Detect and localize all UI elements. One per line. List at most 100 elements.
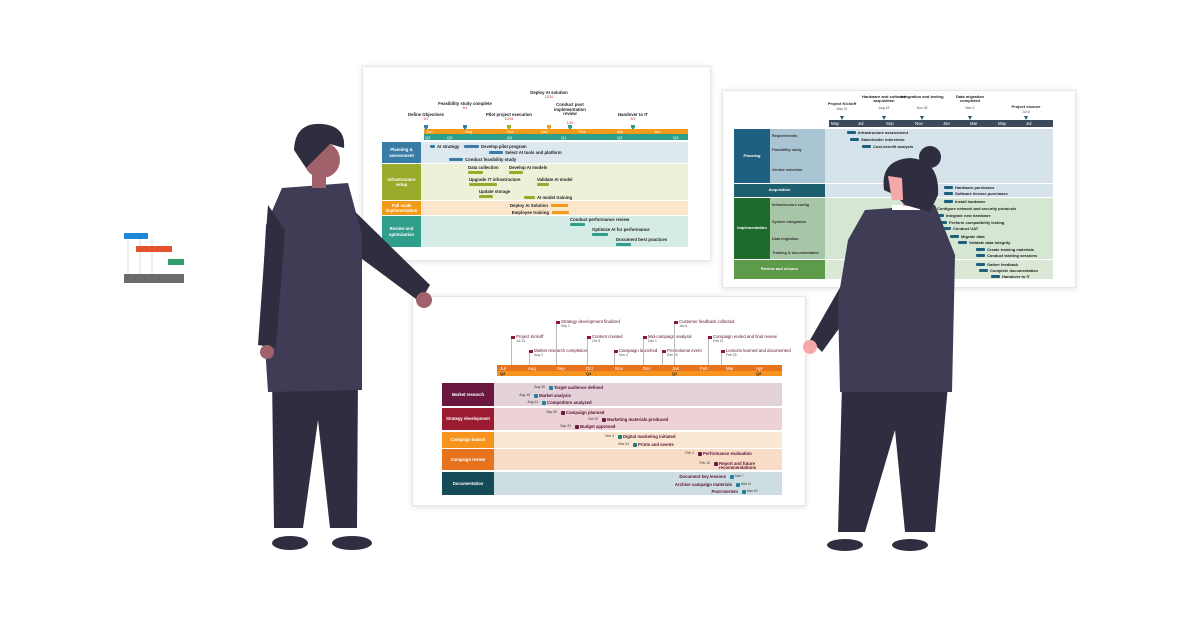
task-bar[interactable] — [489, 151, 503, 154]
task-bar[interactable] — [938, 221, 947, 224]
task-marker-icon[interactable] — [617, 434, 622, 439]
milestone-label: Project Kickoff — [827, 101, 857, 106]
task-bar[interactable] — [991, 275, 1000, 278]
task-label: Upgrade IT infrastructure — [469, 177, 521, 182]
task-marker-icon[interactable] — [713, 461, 718, 466]
task-bar[interactable] — [552, 211, 569, 214]
task-bar[interactable] — [944, 186, 953, 189]
milestone-label: Strategy development finalized — [561, 319, 620, 324]
group-row-bg — [421, 216, 688, 247]
task-bar[interactable] — [942, 227, 951, 230]
group-label: Infrastructure setup — [382, 164, 421, 200]
task-label: Competitors analyzed — [547, 399, 592, 405]
task-bar[interactable] — [944, 192, 953, 195]
task-bar[interactable] — [468, 171, 483, 174]
task-bar[interactable] — [479, 195, 493, 198]
task-marker-icon[interactable] — [541, 400, 546, 405]
task-marker-icon[interactable] — [560, 410, 565, 415]
task-bar[interactable] — [976, 254, 985, 257]
task-bar[interactable] — [976, 263, 985, 266]
task-label: Marketing materials produced — [607, 416, 669, 422]
task-marker-icon[interactable] — [574, 424, 579, 429]
milestone-date: May 31 — [836, 107, 848, 111]
subgroup-label: Vendor selection — [772, 168, 803, 172]
task-bar[interactable] — [862, 145, 871, 148]
milestone-label: Deploy AI solution — [530, 90, 568, 95]
task-marker-icon[interactable] — [632, 442, 637, 447]
milestone-stem — [556, 324, 557, 365]
milestone-date: 12/20 — [544, 95, 554, 99]
task-date: Aug 16 — [519, 393, 530, 397]
milestone-flag-icon — [511, 336, 515, 339]
man-hair — [294, 123, 345, 168]
task-marker-icon[interactable] — [601, 417, 606, 422]
task-bar[interactable] — [958, 241, 967, 244]
milestone-date: Aug 18 — [878, 106, 890, 110]
timeline-month: Jan — [672, 365, 680, 371]
task-bar[interactable] — [935, 214, 944, 217]
task-label: Validate data integrity — [969, 239, 1011, 245]
timeline-month: Feb — [579, 129, 586, 134]
milestone-stem — [529, 353, 530, 365]
milestone-stem — [662, 353, 663, 365]
milestone-stem — [511, 339, 512, 365]
task-date: Mar 7 — [735, 474, 744, 478]
task-label: Software license purchases — [955, 190, 1008, 196]
task-bar[interactable] — [950, 235, 959, 238]
group-label: Planning — [734, 129, 770, 183]
task-marker-icon[interactable] — [735, 482, 740, 487]
task-bar[interactable] — [847, 131, 856, 134]
timeline-bar — [497, 365, 782, 371]
group-label: Review and closure — [734, 260, 825, 279]
milestone-date: 10/15 — [504, 117, 514, 121]
timeline-quarter: Q3 — [447, 134, 453, 140]
timeline-month: Oct — [507, 129, 514, 134]
group-row-bg — [494, 383, 782, 406]
subgroup-col — [770, 129, 825, 183]
task-bar[interactable] — [979, 269, 988, 272]
timeline-month: Feb — [700, 365, 708, 371]
task-bar[interactable] — [976, 248, 985, 251]
milestone-marker — [968, 116, 972, 120]
task-marker-icon[interactable] — [741, 489, 746, 494]
woman-shoe-left — [827, 539, 863, 551]
milestone-flag-icon — [643, 336, 647, 339]
task-bar[interactable] — [464, 145, 479, 148]
task-label: Performance evaluation — [703, 450, 752, 456]
task-marker-icon[interactable] — [548, 385, 553, 390]
woman-shoe-right — [892, 539, 928, 551]
milestone-label: Hardware and software acquisition — [861, 94, 906, 104]
task-label: Cost-benefit analysis — [873, 143, 914, 149]
woman-hand — [803, 340, 817, 354]
task-bar[interactable] — [570, 223, 585, 226]
man-figure — [258, 123, 432, 550]
subgroup-label: System integration — [772, 220, 807, 224]
task-bar[interactable] — [430, 145, 435, 148]
logo-bar-blue — [124, 233, 148, 239]
task-date: Mar 20 — [747, 489, 758, 493]
task-bar[interactable] — [449, 158, 463, 161]
task-bar[interactable] — [509, 171, 523, 174]
logo-gridline — [127, 238, 129, 276]
task-date: Sep 05 — [546, 410, 557, 414]
task-bar[interactable] — [551, 204, 568, 207]
timeline-quarter: Q3 — [673, 134, 679, 140]
task-bar[interactable] — [537, 183, 549, 186]
milestone-marker — [463, 125, 467, 130]
task-marker-icon[interactable] — [697, 451, 702, 456]
task-marker-icon[interactable] — [729, 474, 734, 479]
task-bar[interactable] — [592, 233, 608, 236]
task-bar[interactable] — [524, 196, 535, 199]
task-bar[interactable] — [944, 200, 953, 203]
task-bar[interactable] — [850, 138, 859, 141]
timeline-month: May — [831, 121, 840, 126]
task-label: Budget approved — [580, 423, 616, 429]
task-marker-icon[interactable] — [533, 393, 538, 398]
task-bar[interactable] — [616, 243, 631, 246]
task-bar[interactable] — [469, 183, 497, 186]
task-label: Migrate data — [961, 233, 985, 239]
timeline-month: Aug — [465, 129, 473, 134]
